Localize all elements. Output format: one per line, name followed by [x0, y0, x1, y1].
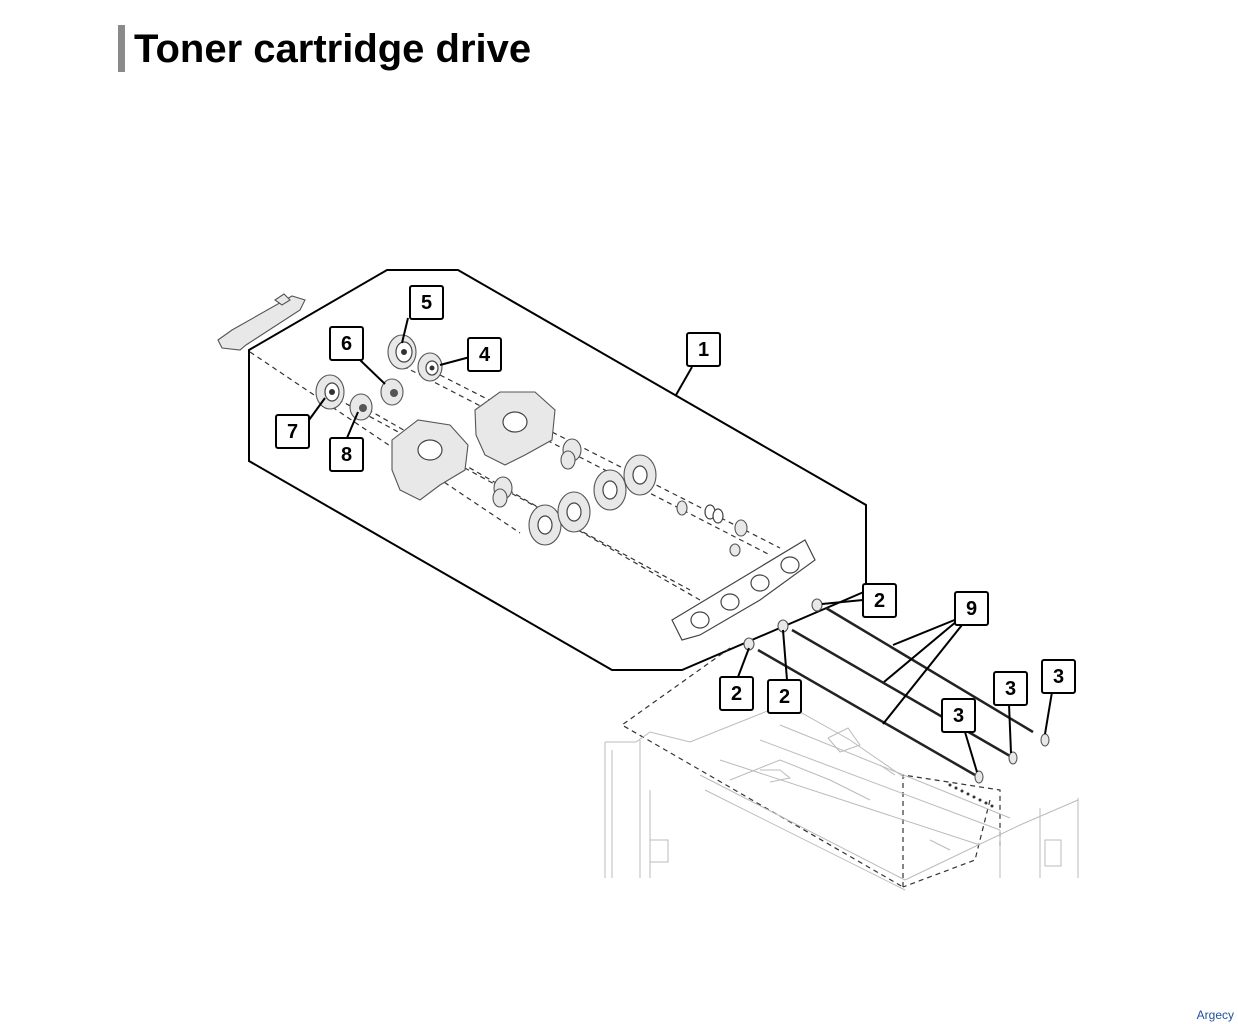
callout-2-left: 2	[719, 676, 754, 711]
callout-5-label: 5	[421, 292, 432, 314]
callout-1-label: 1	[698, 339, 709, 361]
shaft-end-parts	[974, 733, 1050, 784]
callout-3-left: 3	[941, 698, 976, 733]
coupler-parts	[743, 598, 823, 651]
drive-shafts	[757, 606, 1034, 777]
callout-4: 4	[467, 337, 502, 372]
callout-2-top-label: 2	[874, 590, 885, 612]
callout-1: 1	[686, 332, 721, 367]
printer-frame	[604, 709, 1079, 891]
callout-9-label: 9	[966, 598, 977, 620]
footer-brand: Argecy	[1196, 1008, 1234, 1022]
motor-4	[417, 352, 443, 382]
callout-7: 7	[275, 414, 310, 449]
callout-3-middle: 3	[993, 671, 1028, 706]
callout-2-middle-label: 2	[779, 686, 790, 708]
drive-plate	[671, 539, 816, 641]
title-accent-bar	[118, 25, 125, 72]
callout-5: 5	[409, 285, 444, 320]
callout-8: 8	[329, 437, 364, 472]
callout-3-right-label: 3	[1053, 666, 1064, 688]
motor-6	[380, 378, 404, 406]
callout-2-middle: 2	[767, 679, 802, 714]
assembly-outline	[248, 269, 867, 671]
callout-3-left-label: 3	[953, 705, 964, 727]
callout-3-right: 3	[1041, 659, 1076, 694]
gear-set	[492, 438, 748, 557]
callout-4-label: 4	[479, 344, 491, 366]
gear-housing-left	[391, 419, 469, 501]
callout-2-top: 2	[862, 583, 897, 618]
callout-3-middle-label: 3	[1005, 678, 1016, 700]
callout-8-label: 8	[341, 444, 352, 466]
frame-hole-row	[948, 783, 994, 808]
callout-7-label: 7	[287, 421, 298, 443]
gear-housing-right	[474, 391, 556, 466]
page-title: Toner cartridge drive	[134, 27, 532, 71]
bracket-part	[217, 293, 306, 351]
callout-6: 6	[329, 326, 364, 361]
callout-6-label: 6	[341, 333, 352, 355]
motor-8	[349, 393, 373, 421]
callout-2-left-label: 2	[731, 683, 742, 705]
alignment-lines	[249, 351, 1001, 888]
motor-5	[387, 334, 417, 370]
callout-9: 9	[954, 591, 989, 626]
leader-lines	[308, 317, 1053, 773]
